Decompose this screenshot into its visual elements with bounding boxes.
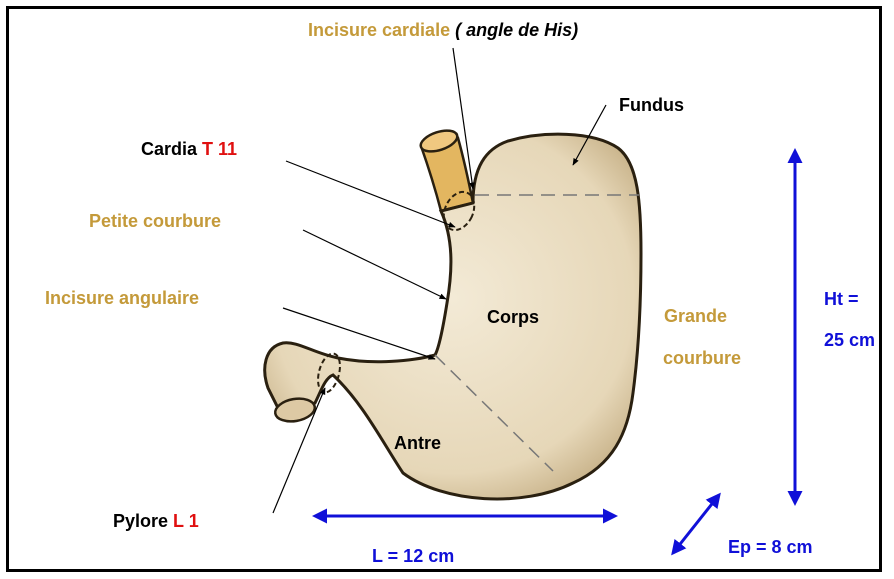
cardia-level-text: T 11 <box>202 139 237 159</box>
incisure-cardiale-text: Incisure cardiale <box>308 20 450 40</box>
label-height-value: 25 cm <box>824 331 875 349</box>
label-fundus: Fundus <box>619 96 684 114</box>
pointer-petite-courbure <box>303 230 446 299</box>
label-antre: Antre <box>394 434 441 452</box>
thickness-arrow <box>673 495 719 553</box>
label-length: L = 12 cm <box>372 547 454 565</box>
label-pylore: Pylore L 1 <box>113 512 199 530</box>
pylore-level-text: L 1 <box>173 511 199 531</box>
label-grande: Grande <box>664 307 727 325</box>
label-incisure-cardiale: Incisure cardiale ( angle de His) <box>308 21 578 39</box>
label-height: Ht = <box>824 290 859 308</box>
angle-de-his-text: ( angle de His) <box>455 20 578 40</box>
label-courbure: courbure <box>663 349 741 367</box>
cardia-text: Cardia <box>141 139 197 159</box>
label-thickness: Ep = 8 cm <box>728 538 813 556</box>
label-petite-courbure: Petite courbure <box>89 212 221 230</box>
label-incisure-angulaire: Incisure angulaire <box>45 289 199 307</box>
diagram-frame: Incisure cardiale ( angle de His) Fundus… <box>6 6 882 572</box>
label-cardia: Cardia T 11 <box>141 140 237 158</box>
pylore-text: Pylore <box>113 511 168 531</box>
label-corps: Corps <box>487 308 539 326</box>
